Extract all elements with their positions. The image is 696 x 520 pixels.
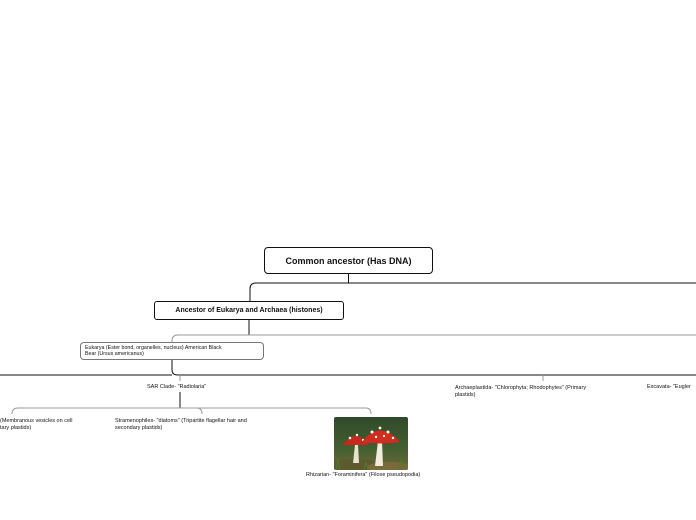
stramenopiles-label[interactable]: Stramenophiles- "diatoms" (Tripartite fl…: [115, 418, 247, 431]
eukarya-archaea-ancestor-label: Ancestor of Eukarya and Archaea (histone…: [175, 307, 322, 314]
alveolata-label-line1: (Membranous vesicles on cell: [0, 418, 72, 425]
stramenopiles-label-line2: secondary plastids): [115, 425, 247, 432]
rhizarian-label[interactable]: Rhizarian- "Foraminifera" (Filose pseudo…: [306, 472, 420, 479]
eukarya-archaea-ancestor-node[interactable]: Ancestor of Eukarya and Archaea (histone…: [154, 301, 344, 320]
excavata-label[interactable]: Excavata- "Eugler: [647, 384, 691, 391]
alveolata-label[interactable]: (Membranous vesicles on cell tary plasti…: [0, 418, 72, 431]
mushroom-photo: [334, 417, 408, 470]
common-ancestor-label: Common ancestor (Has DNA): [285, 256, 411, 266]
common-ancestor-node[interactable]: Common ancestor (Has DNA): [264, 247, 433, 274]
eukarya-node[interactable]: Eukarya (Ester bond, organelles, nucleus…: [80, 342, 264, 360]
stramenopiles-label-line1: Stramenophiles- "diatoms" (Tripartite fl…: [115, 418, 247, 425]
archaeplastida-label[interactable]: Archaeplastida- "Chlorophyta; Rhodophyte…: [455, 385, 586, 398]
archaeplastida-label-line2: plastids): [455, 392, 586, 399]
sar-clade-label[interactable]: SAR Clade- "Radiolaria": [147, 384, 206, 391]
archaeplastida-label-line1: Archaeplastida- "Chlorophyta; Rhodophyte…: [455, 385, 586, 392]
alveolata-label-line2: tary plastids): [0, 425, 72, 432]
eukarya-label-line2: Bear (Ursus americanus): [85, 351, 259, 357]
